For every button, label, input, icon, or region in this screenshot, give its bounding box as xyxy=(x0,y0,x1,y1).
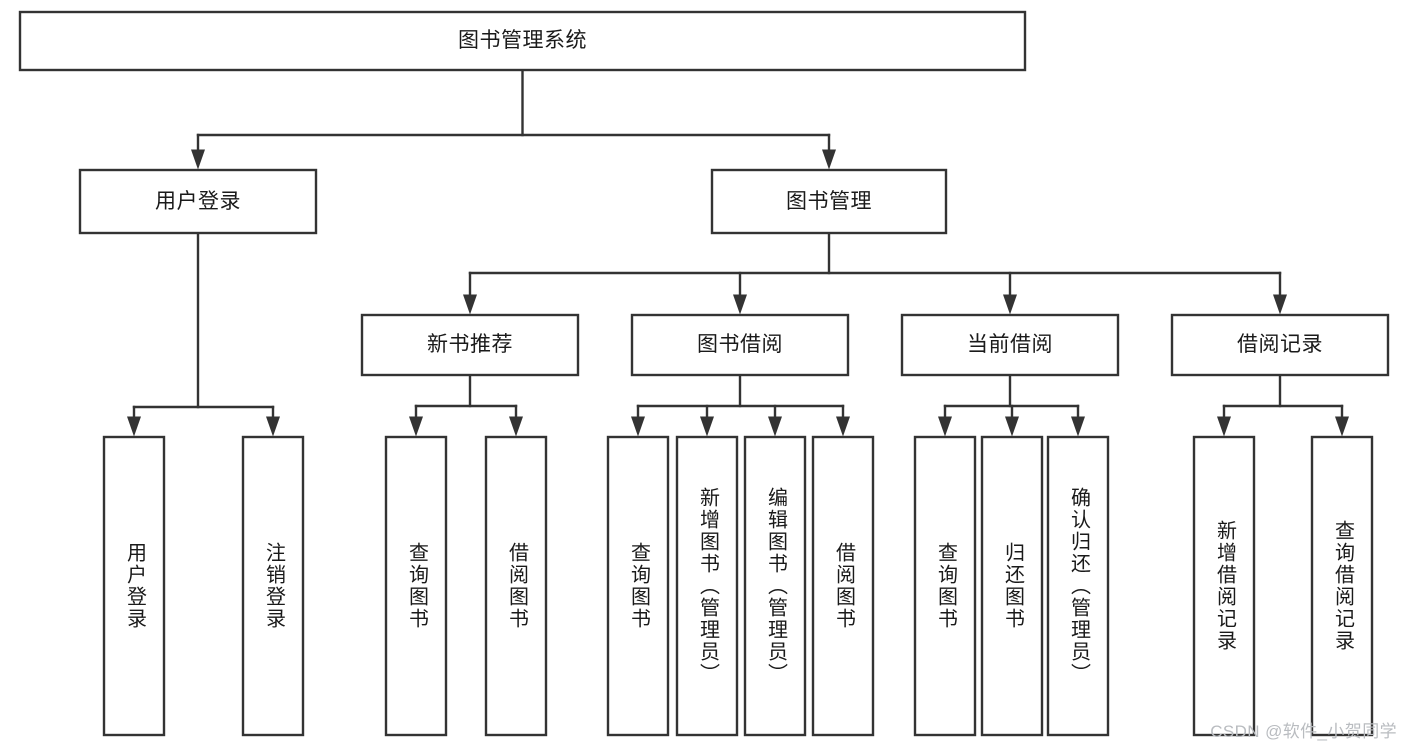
node-box-leaf-cur-return[interactable] xyxy=(980,435,1044,737)
arrowhead-icon xyxy=(509,416,523,437)
node-box-leaf-user-logout[interactable] xyxy=(241,435,305,737)
node-box-leaf-nb-query[interactable] xyxy=(384,435,448,737)
arrowhead-icon xyxy=(631,416,645,437)
arrowhead-icon xyxy=(191,149,205,170)
arrowhead-icon xyxy=(938,416,952,437)
arrowhead-icon xyxy=(700,416,714,437)
arrowhead-icon xyxy=(1005,416,1019,437)
node-box-leaf-bw-borrow[interactable] xyxy=(811,435,875,737)
arrowhead-icon xyxy=(463,294,477,315)
arrowhead-icon xyxy=(266,416,280,437)
node-box-leaf-user-login[interactable] xyxy=(102,435,166,737)
node-box-leaf-bw-query[interactable] xyxy=(606,435,670,737)
arrowhead-icon xyxy=(733,294,747,315)
arrowhead-icon xyxy=(1273,294,1287,315)
arrowhead-icon xyxy=(822,149,836,170)
node-box-l3-newbook[interactable] xyxy=(360,313,580,377)
node-box-leaf-rec-query[interactable] xyxy=(1310,435,1374,737)
arrowhead-icon xyxy=(1071,416,1085,437)
node-box-l2-user[interactable] xyxy=(78,168,318,235)
arrowhead-icon xyxy=(1335,416,1349,437)
node-box-leaf-nb-borrow[interactable] xyxy=(484,435,548,737)
arrowhead-icon xyxy=(409,416,423,437)
arrowhead-icon xyxy=(836,416,850,437)
edges-layer xyxy=(127,68,1349,437)
node-box-leaf-rec-add[interactable] xyxy=(1192,435,1256,737)
node-box-l3-current[interactable] xyxy=(900,313,1120,377)
node-box-l3-record[interactable] xyxy=(1170,313,1390,377)
boxes-layer xyxy=(18,10,1390,737)
arrowhead-icon xyxy=(1003,294,1017,315)
node-box-leaf-cur-query[interactable] xyxy=(913,435,977,737)
node-box-l2-book[interactable] xyxy=(710,168,948,235)
node-box-root[interactable] xyxy=(18,10,1027,72)
arrowhead-icon xyxy=(127,416,141,437)
arrowhead-icon xyxy=(768,416,782,437)
arrowhead-icon xyxy=(1217,416,1231,437)
node-box-leaf-bw-add[interactable] xyxy=(675,435,739,737)
node-box-l3-borrow[interactable] xyxy=(630,313,850,377)
node-box-leaf-bw-edit[interactable] xyxy=(743,435,807,737)
node-box-leaf-cur-confirm[interactable] xyxy=(1046,435,1110,737)
